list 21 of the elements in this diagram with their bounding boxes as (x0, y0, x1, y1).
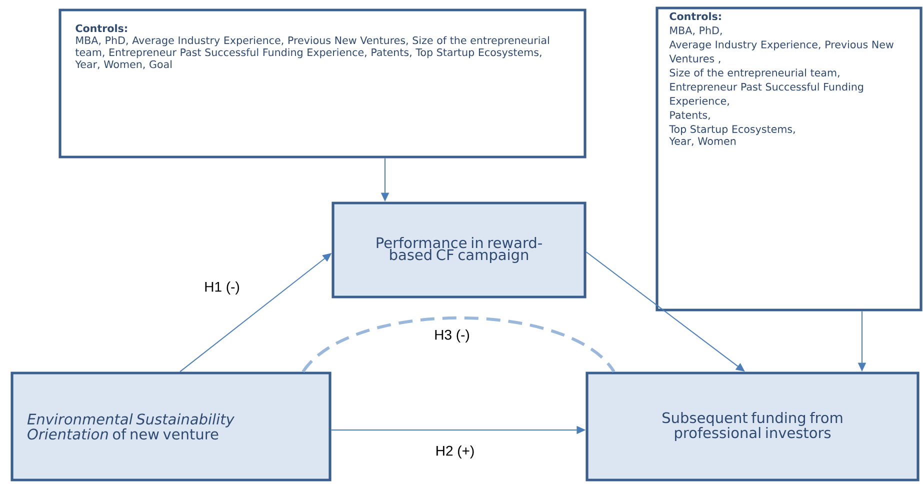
heading: Controls: (670, 12, 721, 20)
edge-label: H1 (-) (203, 280, 241, 296)
variable-box (332, 202, 586, 298)
box-text: MBA, PhD, Average Industry Experience, Previous New Ventures, Size of the entrepreneurial team, Entrepreneur Past Successful Funding Experience, Patents, Top Startup Ecosystems, Year, Women, Goal (75, 36, 549, 70)
controls-box (58, 8, 586, 158)
box-text: Size of the entrepreneurial team, (670, 68, 840, 79)
box-text: Average Industry Experience, Previous New Ventures , (669, 40, 894, 64)
controls-box (656, 6, 922, 312)
heading: Controls: (76, 24, 127, 32)
box-text: Environmental Sustainability Orientation of new venture (27, 413, 235, 440)
variable-box (10, 372, 332, 482)
edge-label: H3 (-) (433, 328, 471, 344)
edge-label: H2 (+) (434, 444, 476, 460)
box-text: MBA, PhD, (670, 26, 722, 36)
box-text: Patents, (670, 111, 710, 120)
box-text: Top Startup Ecosystems, (669, 125, 795, 135)
box-text: Subsequent funding from professional investors (662, 412, 842, 442)
box-text: Year, Women (669, 137, 736, 146)
box-text: Performance in reward-based CF campaign (376, 236, 542, 263)
variable-box (586, 372, 920, 482)
box-text: Entrepreneur Past Successful Funding Experience, (670, 82, 864, 107)
